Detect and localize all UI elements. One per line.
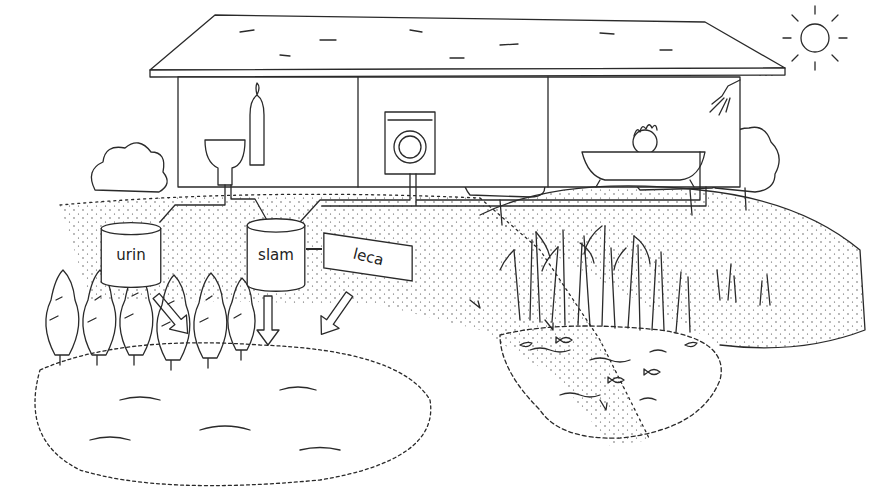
tank-lid bbox=[101, 223, 161, 235]
tank-body bbox=[101, 229, 161, 288]
stones bbox=[520, 342, 697, 346]
reed-leaves bbox=[500, 226, 650, 271]
washing-machine-panel bbox=[388, 119, 432, 120]
tank-label: slam bbox=[258, 247, 294, 264]
shrub-leaves bbox=[50, 293, 241, 326]
outflow-arrow bbox=[257, 296, 279, 345]
washing-machine-drum bbox=[399, 136, 421, 158]
outflow-arrow bbox=[312, 288, 358, 341]
field bbox=[35, 343, 431, 486]
shower bbox=[710, 80, 740, 115]
grass-tufts bbox=[717, 264, 770, 305]
room-dividers bbox=[358, 77, 548, 187]
bather-head bbox=[633, 130, 657, 154]
roof bbox=[150, 15, 785, 70]
shrub bbox=[194, 273, 227, 368]
filter-bed bbox=[324, 233, 412, 281]
sun bbox=[783, 6, 847, 70]
bush bbox=[91, 143, 167, 192]
urine-cistern bbox=[250, 83, 264, 165]
reed-stems bbox=[514, 226, 690, 332]
wetland-bank bbox=[480, 186, 865, 348]
leca-filter: leca bbox=[322, 232, 414, 282]
roof-fascia bbox=[150, 68, 785, 77]
tank-lid bbox=[247, 219, 305, 232]
sun-disc bbox=[801, 24, 829, 52]
tank-body bbox=[247, 225, 305, 291]
shrub bbox=[157, 275, 190, 370]
bath-drain-pipe bbox=[699, 152, 700, 187]
field-texture bbox=[90, 387, 340, 450]
bathtub bbox=[582, 152, 705, 180]
house bbox=[150, 15, 785, 187]
shrub bbox=[46, 270, 79, 365]
fish bbox=[556, 337, 660, 383]
pipe-connector bbox=[306, 248, 322, 250]
reeds bbox=[500, 226, 770, 332]
flow-arrows bbox=[390, 268, 607, 410]
pond bbox=[500, 326, 721, 438]
house-walls bbox=[178, 77, 740, 187]
shrub bbox=[228, 278, 255, 360]
roof-texture bbox=[240, 30, 672, 58]
washing-machine bbox=[385, 112, 435, 174]
bather-hair bbox=[634, 125, 657, 136]
tank-label: urin bbox=[116, 247, 145, 264]
sludge-tank: slam bbox=[246, 218, 306, 292]
urine-tank: urin bbox=[100, 222, 162, 288]
washing-machine-door bbox=[394, 131, 426, 163]
toilet bbox=[205, 140, 245, 185]
sun-rays bbox=[783, 6, 847, 70]
